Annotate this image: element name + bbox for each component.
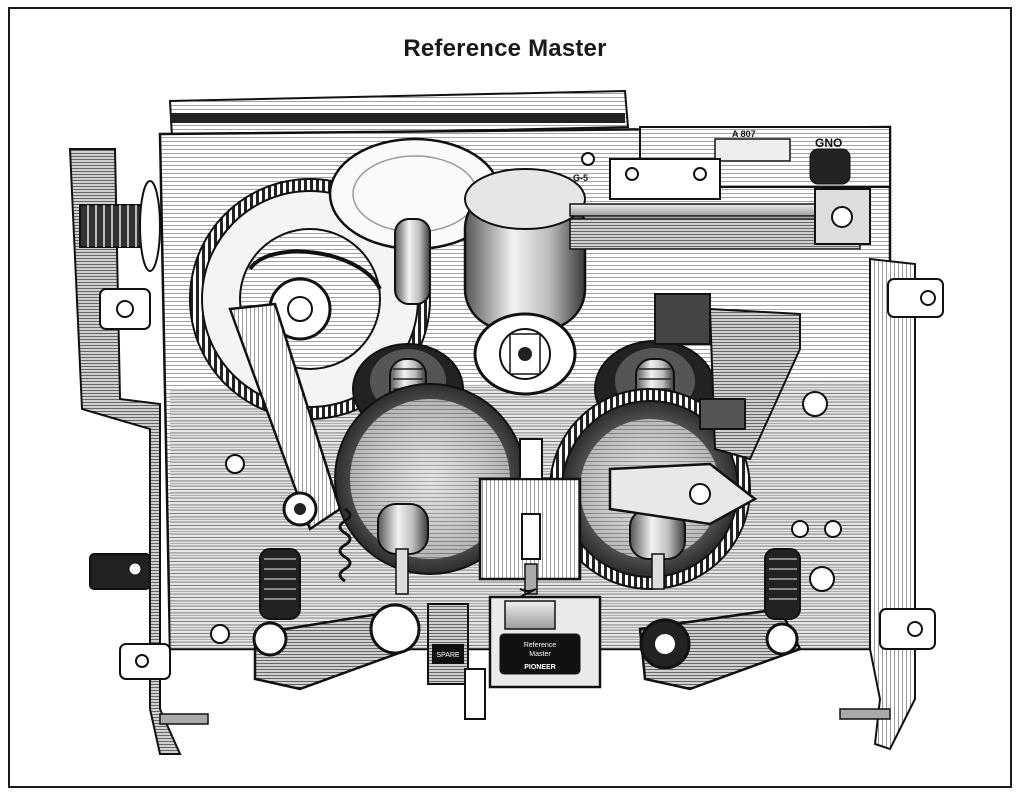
figure-frame: Reference Master [8, 7, 1012, 788]
head-brand-line1: Reference [524, 642, 556, 649]
right-pinch-roller-arm [638, 548, 802, 691]
head-badge-plate: Reference Master PIONEER [488, 595, 602, 689]
board-code-a807: A 807 [732, 129, 756, 139]
tape-mechanism-illustration: GNO A 807 G-5 [68, 89, 944, 755]
small-switch-plate: SPARE [427, 603, 486, 720]
head-maker: PIONEER [524, 664, 556, 671]
small-plate-label: SPARE [436, 652, 460, 659]
top-reel-disc [328, 137, 502, 305]
right-capstan-post [629, 508, 686, 590]
right-cam-plate [608, 293, 801, 526]
circuit-board: GNO A 807 G-5 [569, 126, 891, 250]
left-capstan-post [377, 503, 429, 595]
head-block-assembly [478, 438, 582, 600]
board-code-g5: G-5 [573, 173, 588, 183]
gnd-label: GNO [815, 136, 842, 150]
left-pinch-roller-arm [252, 507, 421, 691]
screws [210, 152, 842, 644]
figure-title: Reference Master [403, 35, 607, 62]
capstan-motor [463, 168, 587, 396]
head-brand-line2: Master [529, 651, 551, 658]
